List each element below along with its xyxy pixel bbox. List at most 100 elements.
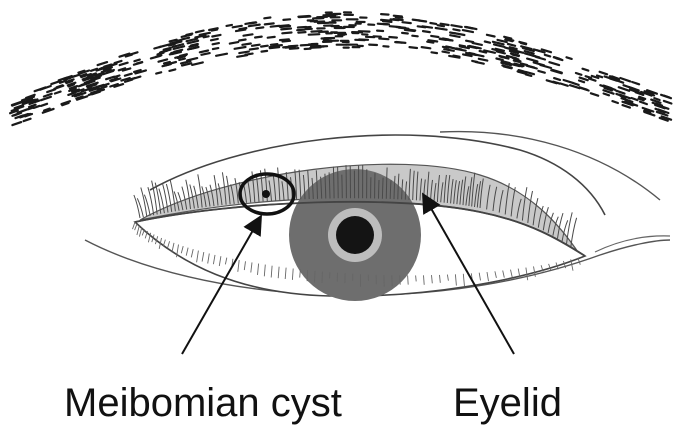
eyebrow-hair [233, 26, 242, 28]
eyebrow-hair [444, 49, 454, 51]
eyebrow-hair [422, 47, 431, 48]
eyebrow-hair [156, 55, 161, 56]
eyebrow-hair [192, 62, 203, 65]
eyelash [379, 180, 380, 199]
eyebrow-hair [394, 16, 402, 17]
eyebrow-hair [545, 55, 550, 57]
eyebrow-hair [381, 14, 388, 15]
eyebrow-hair [508, 44, 515, 46]
lower-eyelash [408, 275, 409, 284]
eyebrow-hair [283, 41, 291, 42]
eyebrow-hair [583, 69, 589, 71]
eyebrow-hair [410, 30, 416, 31]
eyebrow-hair [41, 97, 51, 100]
eyebrow-hair [479, 59, 488, 61]
eyebrow-hair [182, 38, 189, 40]
eyebrow-hair [586, 76, 592, 78]
lower-eyelash [135, 224, 137, 230]
eyebrow-hair [239, 52, 249, 54]
eyebrow-hair [159, 44, 170, 47]
eyebrow-hair [201, 53, 209, 55]
eyebrow-hair [560, 84, 567, 86]
eyebrow-hair [576, 73, 582, 75]
eyebrow-hair [249, 23, 257, 24]
eyebrow-hair [114, 76, 119, 78]
eyebrow-hair [623, 105, 630, 108]
eyebrow-hair [589, 79, 595, 81]
lower-eyelash [139, 228, 141, 237]
eyebrow-hair [615, 80, 624, 83]
eyebrow-hair [487, 35, 495, 37]
eyebrow-hair [453, 56, 459, 57]
eyebrow [10, 12, 671, 125]
eyebrow-hair [261, 46, 268, 47]
eyebrow-hair [579, 81, 584, 83]
eyebrow-hair [664, 101, 672, 104]
eyebrow-hair [403, 22, 411, 23]
eyebrow-hair [554, 78, 560, 80]
eyebrow-hair [536, 57, 545, 60]
eyebrow-hair [265, 23, 274, 24]
eyelid-label: Eyelid [453, 383, 562, 423]
cyst-dot [262, 190, 270, 198]
eyebrow-hair [432, 52, 438, 53]
lower-eyelash [416, 275, 417, 281]
eyebrow-hair [473, 43, 482, 45]
eyebrow-hair [18, 109, 28, 113]
eyebrow-hair [514, 61, 520, 62]
eyelash [571, 218, 577, 247]
eyebrow-hair [448, 47, 456, 48]
meibomian-cyst-label: Meibomian cyst [64, 383, 342, 423]
eyebrow-hair [186, 34, 192, 35]
eyebrow-hair [549, 62, 559, 65]
eyebrow-hair [179, 59, 185, 60]
eyebrow-hair [301, 45, 310, 46]
eyebrow-hair [245, 54, 252, 55]
eyebrow-hair [410, 47, 418, 48]
eyebrow-hair [604, 94, 609, 96]
eyebrow-hair [379, 39, 388, 40]
eyebrow-hair [567, 57, 572, 59]
eyebrow-hair [436, 28, 447, 30]
lower-eyelash [400, 275, 401, 284]
eyebrow-hair [239, 28, 246, 29]
eyebrow-hair [298, 16, 309, 17]
eyebrow-hair [282, 33, 291, 34]
eyebrow-hair [264, 18, 270, 19]
eyebrow-hair [270, 47, 279, 48]
outer-corner-line [595, 236, 670, 252]
eyebrow-hair [534, 62, 544, 65]
eyebrow-hair [256, 27, 263, 28]
eyebrow-hair [455, 33, 465, 35]
eyebrow-hair [41, 104, 47, 106]
eyebrow-hair [98, 62, 108, 65]
eyebrow-hair [12, 122, 21, 125]
eyebrow-hair [137, 62, 143, 64]
eyebrow-hair [428, 40, 437, 41]
eyebrow-hair [620, 78, 630, 81]
eyebrow-hair [134, 60, 139, 62]
eyebrow-hair [244, 34, 253, 35]
eyebrow-hair [573, 83, 579, 85]
eyebrow-hair [250, 48, 258, 49]
eyebrow-hair [159, 59, 168, 61]
eyebrow-hair [412, 36, 417, 37]
eyebrow-hair [298, 32, 305, 33]
eyebrow-hair [564, 80, 574, 83]
eyebrow-hair [413, 20, 420, 21]
eyebrow-hair [132, 77, 140, 79]
eyebrow-hair [249, 25, 260, 27]
eyebrow-hair [422, 26, 432, 27]
eyebrow-hair [455, 49, 466, 51]
eyebrow-hair [395, 42, 402, 43]
eyebrow-hair [389, 37, 397, 38]
eyebrow-hair [271, 44, 278, 45]
eyebrow-hair [255, 37, 262, 38]
eyebrow-hair [640, 102, 647, 105]
eyebrow-hair [158, 53, 164, 55]
eyebrow-hair [196, 31, 204, 33]
eyebrow-hair [402, 33, 408, 34]
eyebrow-hair [527, 66, 537, 69]
eyebrow-hair [212, 35, 220, 37]
